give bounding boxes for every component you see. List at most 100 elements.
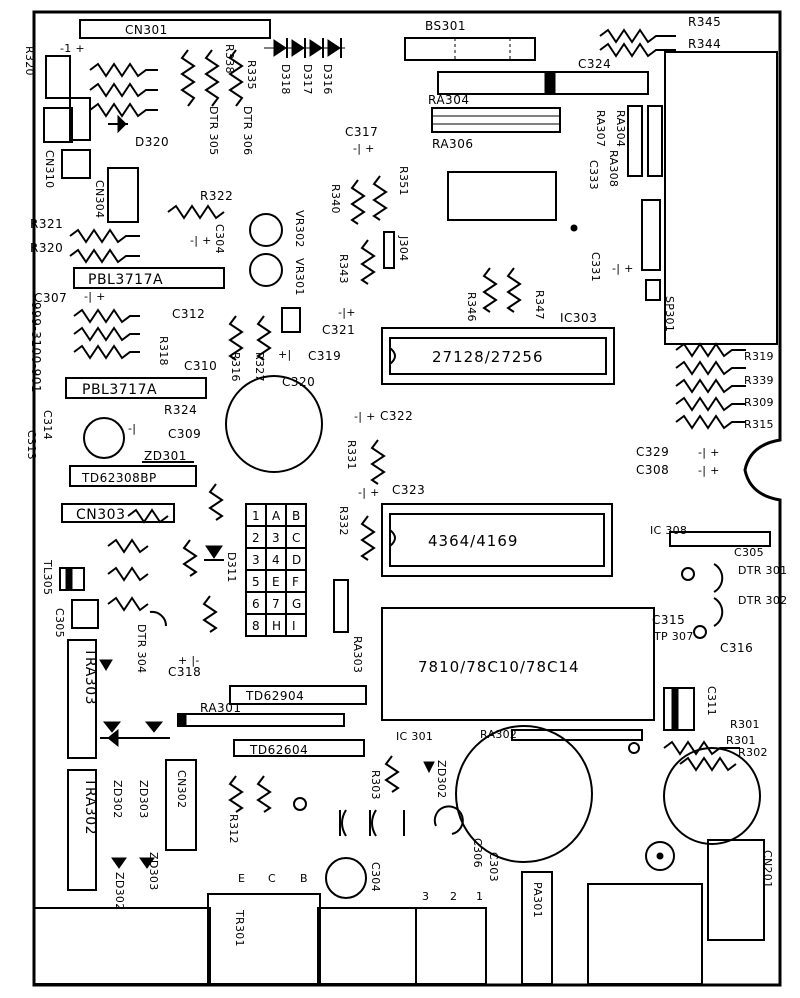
ic303-label: IC303	[560, 311, 597, 325]
svg-text:C305: C305	[53, 608, 66, 638]
svg-text:-| +: -| +	[354, 410, 376, 423]
bs301-label: BS301	[425, 19, 466, 33]
svg-text:D311: D311	[225, 552, 238, 583]
ic303-eprom	[381, 327, 615, 385]
main-capacitor	[455, 725, 593, 863]
svg-text:ZD303: ZD303	[137, 780, 150, 819]
svg-text:CN201: CN201	[761, 850, 774, 888]
dip-cell-label: 2	[252, 531, 260, 545]
svg-text:R332: R332	[337, 506, 350, 536]
cn303-connector	[61, 503, 175, 523]
svg-text:C307: C307	[34, 291, 67, 305]
cn310-connector	[61, 149, 91, 179]
svg-text:-| +: -| +	[84, 290, 106, 303]
svg-text:R320: R320	[23, 46, 36, 76]
r344-resistor	[599, 42, 676, 58]
svg-text:C323: C323	[392, 483, 425, 497]
cn308-connector	[664, 51, 778, 345]
r345-label: R345	[688, 15, 721, 29]
svg-text:E: E	[238, 872, 245, 885]
svg-text:C311: C311	[705, 686, 718, 716]
dip-cell-label: 4	[272, 553, 280, 567]
bs301-switch	[404, 37, 536, 61]
svg-text:C333: C333	[587, 160, 600, 190]
svg-text:VR301: VR301	[293, 258, 306, 296]
svg-text:R302: R302	[738, 746, 768, 759]
cpu-label: 7810/78C10/78C14	[418, 658, 580, 676]
svg-text:C312: C312	[172, 307, 205, 321]
svg-text:PBL3717A: PBL3717A	[88, 272, 163, 288]
cpu-7810	[381, 607, 655, 721]
dip-cell-label: D	[292, 553, 302, 567]
svg-text:-|: -|	[128, 422, 136, 435]
dip-cell-label: 7	[272, 597, 280, 611]
svg-text:-1 +: -1 +	[60, 42, 85, 55]
svg-text:R301: R301	[730, 718, 760, 731]
svg-text:DTR 301: DTR 301	[738, 564, 787, 577]
svg-text:IC 308: IC 308	[650, 524, 687, 537]
svg-text:R316: R316	[229, 352, 242, 382]
svg-text:DTR 305: DTR 305	[207, 106, 220, 155]
td62308bp-ic	[69, 465, 197, 487]
cn201-connector	[707, 839, 765, 941]
svg-text:C331: C331	[589, 252, 602, 282]
dip-cell-label: H	[272, 619, 282, 633]
td62904-ic	[229, 685, 367, 705]
pa301-header	[521, 871, 553, 985]
svg-text:R315: R315	[744, 418, 774, 431]
svg-text:DTR 306: DTR 306	[241, 106, 254, 155]
svg-text:C318: C318	[168, 665, 201, 679]
r343-resistor	[360, 239, 376, 285]
svg-text:C308: C308	[636, 463, 669, 477]
svg-text:R343: R343	[337, 254, 350, 284]
svg-text:TD62904: TD62904	[245, 689, 304, 703]
svg-text:PA301: PA301	[531, 882, 544, 918]
svg-text:VR302: VR302	[293, 210, 306, 248]
svg-text:R340: R340	[329, 184, 342, 214]
svg-text:R335: R335	[245, 60, 258, 90]
svg-text:TR301: TR301	[233, 909, 246, 947]
svg-text:J304: J304	[397, 235, 410, 261]
ic303-part: 27128/27256	[432, 348, 544, 366]
r345-resistor	[599, 28, 676, 44]
r322-resistor	[167, 204, 225, 220]
svg-text:ZD302: ZD302	[435, 760, 448, 799]
dip-cell-label: 3	[252, 553, 260, 567]
svg-text:-| +: -| +	[190, 234, 212, 247]
svg-text:C304: C304	[369, 862, 382, 892]
svg-text:CN303: CN303	[76, 507, 125, 523]
svg-text:R324: R324	[164, 403, 197, 417]
dip-cell-label: F	[292, 575, 299, 589]
td62604-ic	[233, 739, 365, 757]
dip-cell-label: I	[292, 619, 296, 633]
d317-label: D317	[301, 64, 314, 95]
svg-text:R346: R346	[465, 292, 478, 322]
dip-cell-label: 5	[252, 575, 260, 589]
ram-ic	[381, 503, 613, 577]
svg-text:-| +: -| +	[698, 464, 720, 477]
svg-text:C310: C310	[184, 359, 217, 373]
svg-text:TRA302: TRA302	[82, 777, 98, 835]
vr302-pot	[249, 213, 283, 247]
svg-text:R327: R327	[253, 352, 266, 382]
svg-text:TD62308BP: TD62308BP	[81, 471, 157, 485]
svg-text:C305: C305	[734, 546, 764, 559]
svg-text:-| +: -| +	[358, 486, 380, 499]
c317-label: C317	[345, 125, 378, 139]
svg-text:+|: +|	[278, 348, 292, 361]
svg-text:R309: R309	[744, 396, 774, 409]
dip-cell-label: B	[292, 509, 301, 523]
dip-cell	[285, 613, 307, 637]
svg-text:+ |-: + |-	[178, 654, 200, 667]
svg-text:C321: C321	[322, 323, 355, 337]
ra303-array	[333, 579, 349, 633]
svg-text:CN304: CN304	[93, 180, 106, 218]
r320-label: R320	[30, 241, 63, 255]
svg-text:R303: R303	[369, 770, 382, 800]
svg-text:CN302: CN302	[175, 770, 188, 808]
svg-text:DTR 302: DTR 302	[738, 594, 787, 607]
board-outline	[32, 10, 782, 987]
svg-text:DTR 304: DTR 304	[135, 624, 148, 673]
svg-text:ZD303: ZD303	[147, 852, 160, 891]
